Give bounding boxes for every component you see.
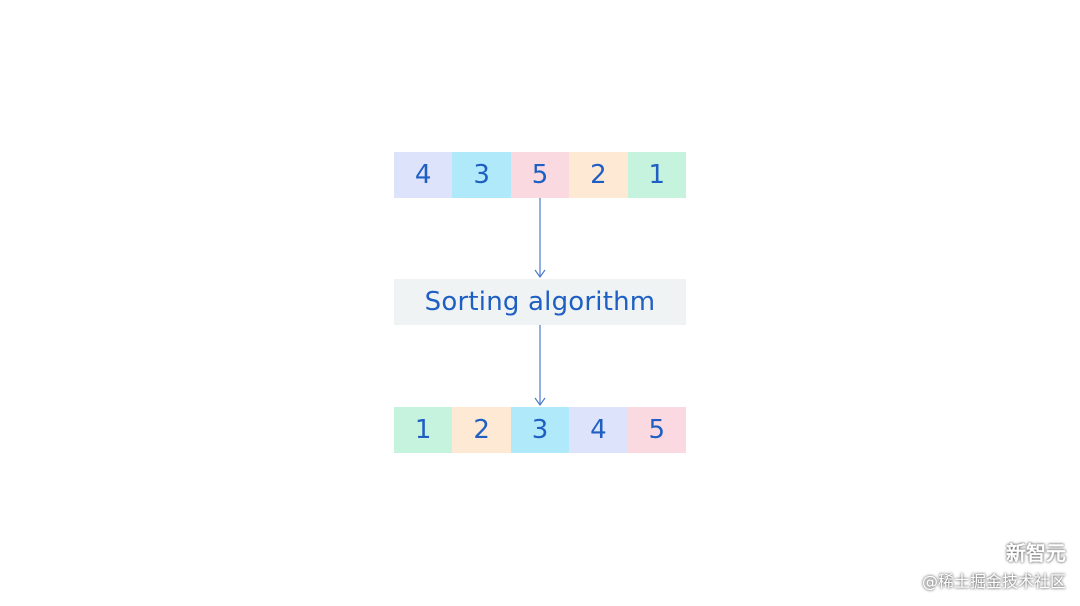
sorting-algorithm-label: Sorting algorithm (424, 287, 656, 317)
output-cell: 3 (510, 407, 570, 453)
input-cell: 1 (627, 152, 686, 198)
output-cell: 2 (452, 407, 511, 453)
arrowhead-down-icon (534, 397, 546, 407)
input-cell: 5 (510, 152, 570, 198)
arrowhead-down-icon (534, 269, 546, 279)
output-cell: 5 (627, 407, 686, 453)
wechat-logo-icon (974, 541, 1000, 563)
watermark-brand: 新智元 (1006, 541, 1066, 565)
input-array: 4 3 5 2 1 (394, 152, 686, 198)
output-cell: 4 (569, 407, 628, 453)
sorting-algorithm-box: Sorting algorithm (394, 279, 686, 325)
input-cell: 3 (452, 152, 511, 198)
watermark-community: @稀土掘金技术社区 (921, 572, 1066, 591)
watermark: 新智元 @稀土掘金技术社区 (922, 537, 1066, 592)
output-array: 1 2 3 4 5 (394, 407, 686, 453)
output-cell: 1 (394, 407, 453, 453)
watermark-brand-row: 新智元 (974, 537, 1066, 566)
input-cell: 4 (394, 152, 453, 198)
input-cell: 2 (569, 152, 628, 198)
